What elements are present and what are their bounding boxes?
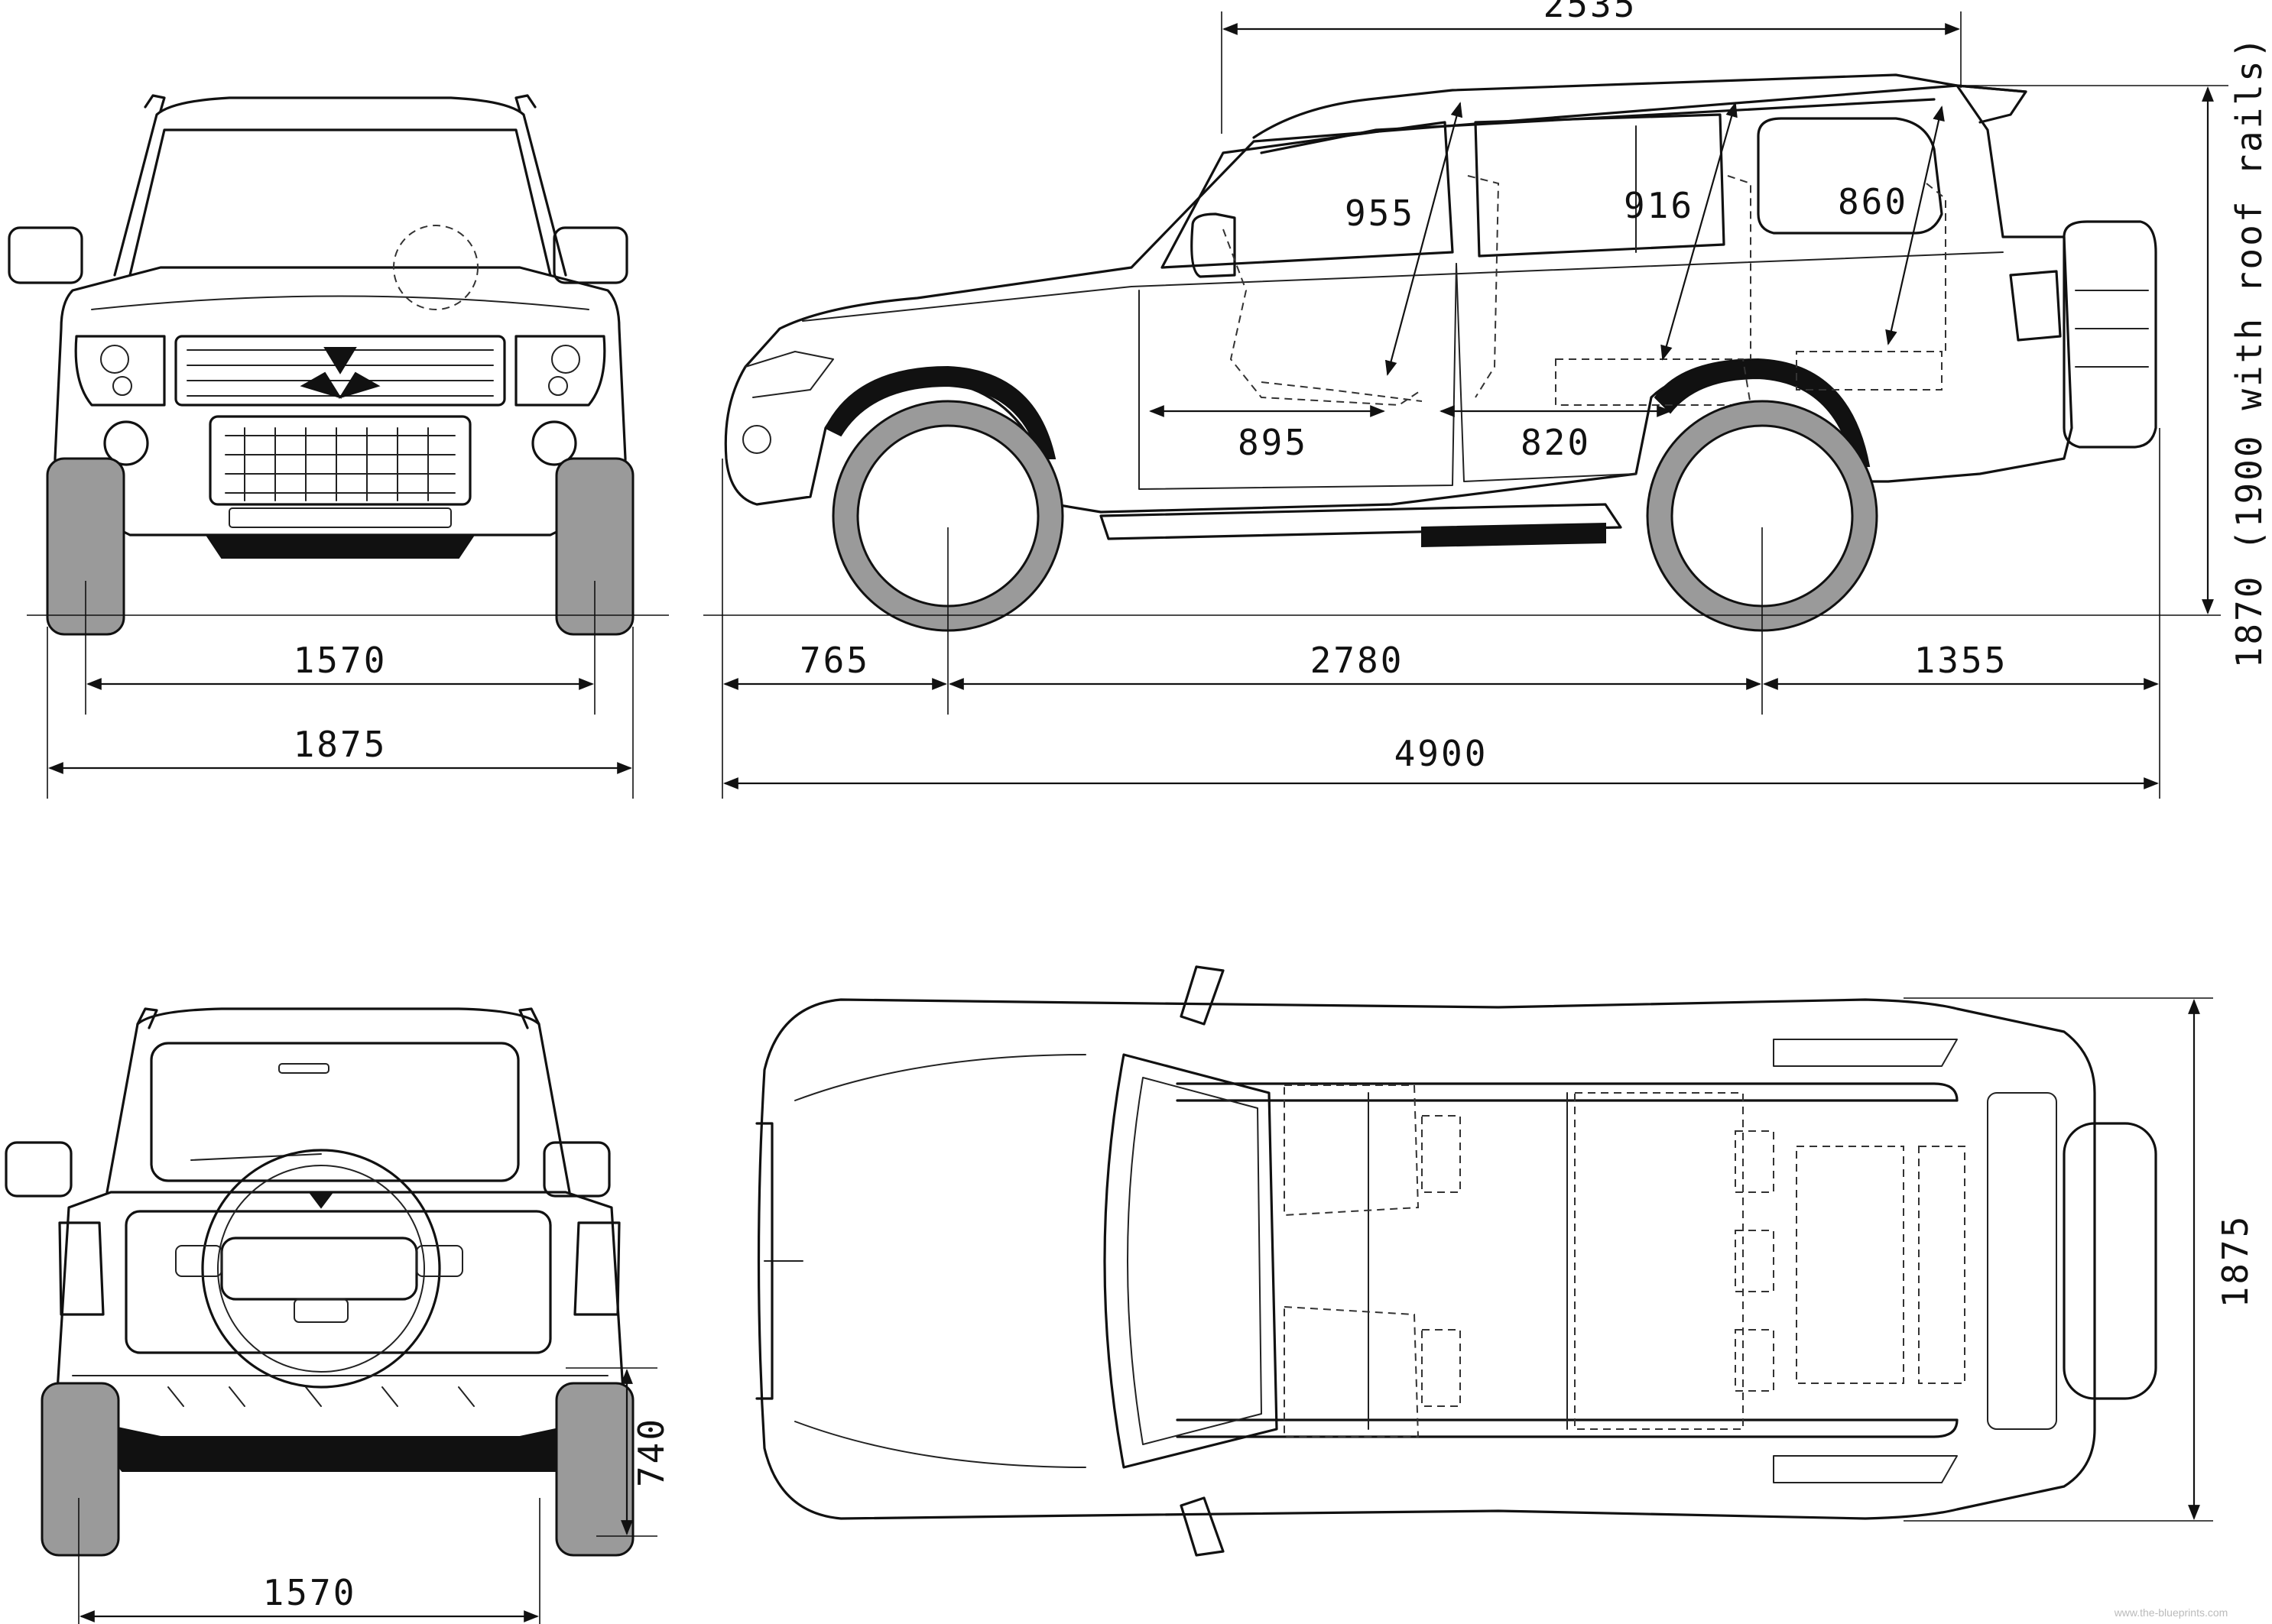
front-overhang-label: 765	[800, 640, 870, 681]
height-label: 1870 (1900 with roof rails)	[2228, 35, 2270, 669]
top-width-label: 1875	[2215, 1214, 2256, 1308]
headroom-front-label: 955	[1345, 193, 1415, 234]
headroom-second-label: 916	[1624, 185, 1694, 226]
headroom-third-label: 860	[1838, 181, 1908, 222]
rear-dimensions: 1570 740	[78, 1367, 672, 1624]
front-track-label: 1570	[294, 640, 388, 681]
legroom-second-label: 820	[1521, 422, 1591, 463]
overall-length-label: 4900	[1394, 733, 1488, 774]
rear-overhang-label: 1355	[1914, 640, 2008, 681]
side-view	[703, 73, 2221, 632]
front-width-label: 1875	[294, 724, 388, 765]
roof-length-label: 2535	[1543, 0, 1637, 25]
front-dimensions: 1570 1875	[47, 581, 634, 799]
rear-ground-height-label: 740	[631, 1417, 672, 1487]
top-dimensions: 1875	[1904, 997, 2256, 1522]
legroom-front-label: 895	[1238, 422, 1308, 463]
side-exterior-dimensions: 2535 1870 (1900 with roof rails) 765 278…	[722, 0, 2270, 799]
wheelbase-label: 2780	[1310, 640, 1404, 681]
rear-view	[5, 1007, 635, 1557]
side-interior-dimensions: 955 916 860 895 820	[1149, 102, 1945, 463]
top-view	[755, 965, 2157, 1557]
front-view	[8, 94, 669, 636]
watermark: www.the-blueprints.com	[2114, 1606, 2228, 1619]
rear-track-label: 1570	[263, 1572, 357, 1613]
